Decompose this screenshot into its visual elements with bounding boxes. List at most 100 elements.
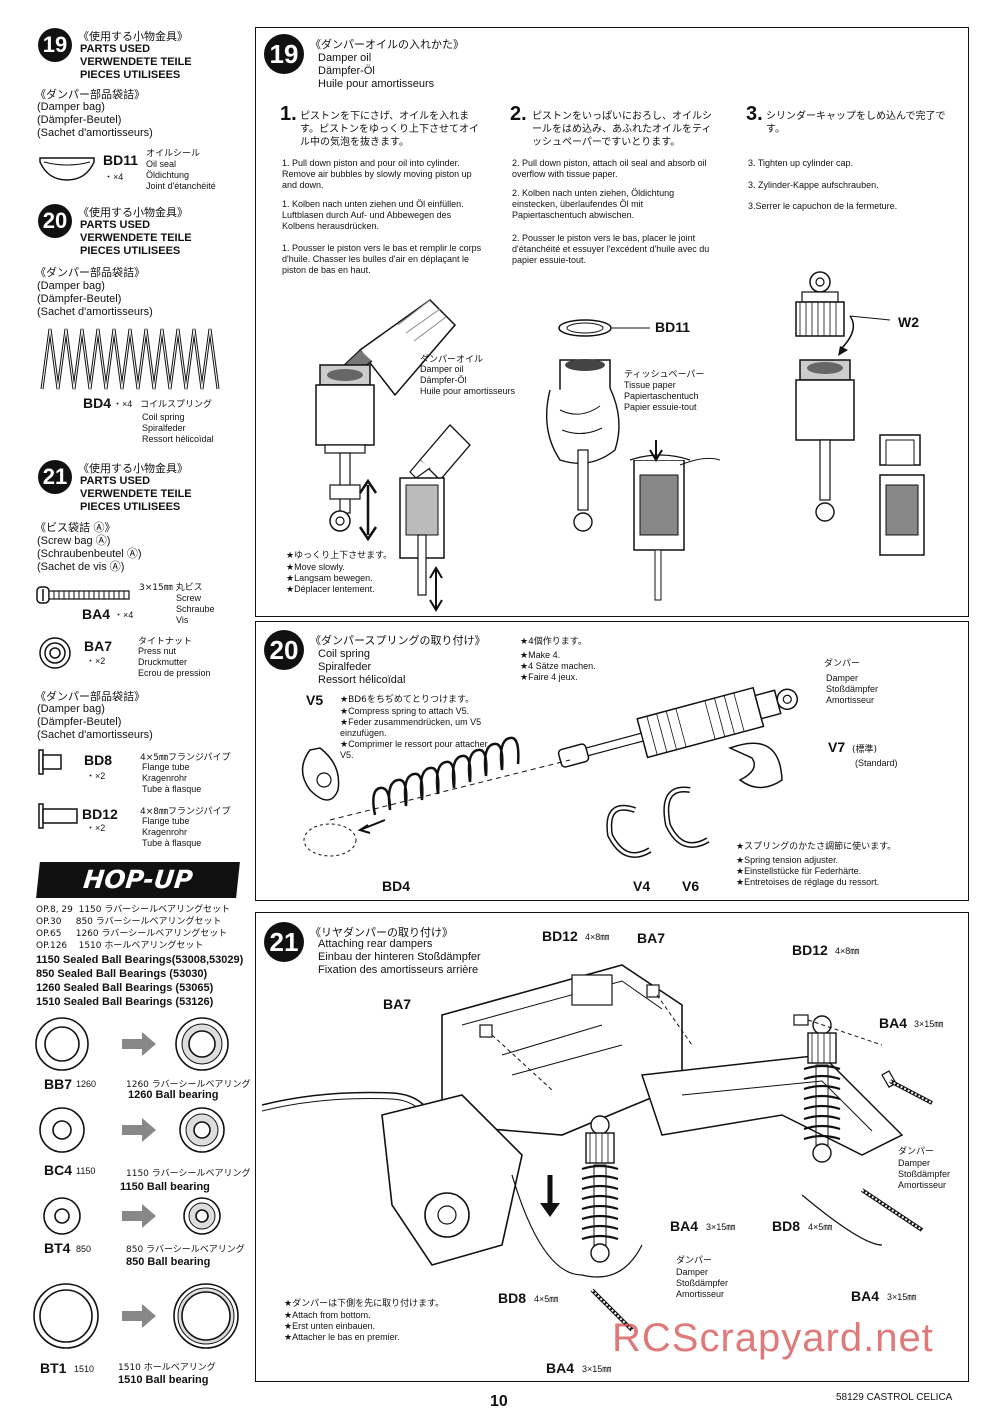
box20-adj-jp: ★スプリングのかたさ調節に使います。	[736, 842, 897, 852]
box19-tissue-de: Papiertaschentuch	[624, 391, 699, 401]
bb7-jp: 1260 ラバーシールベアリング	[126, 1080, 251, 1090]
oil-seal-icon	[39, 157, 95, 181]
s21-title-en: PARTS USED	[80, 475, 151, 487]
s21-ba7-de: Druckmutter	[138, 657, 188, 667]
box21-bd12-b: BD12	[792, 942, 828, 958]
bearing-850-icon	[43, 1197, 221, 1235]
step-21-panel-badge: 21	[264, 922, 304, 962]
hopup-en-3: 1510 Sealed Ball Bearings (53126)	[36, 996, 214, 1008]
box21-ba4-d-size: 3×15㎜	[582, 1364, 612, 1374]
box19-tissue-fr: Papier essuie-tout	[624, 402, 697, 412]
box21-ba4-a: BA4	[879, 1015, 908, 1031]
s20-bag-en: (Damper bag)	[37, 280, 105, 292]
step-20-badge: 20	[38, 204, 72, 238]
box19-title-de: Dämpfer-Öl	[318, 65, 375, 77]
bearing-1150-icon	[39, 1107, 225, 1153]
s19-part-jp: オイルシール	[146, 149, 201, 159]
bc4-jp: 1150 ラバーシールベアリング	[126, 1169, 251, 1179]
s21-bag2-fr: (Sachet d'amortisseurs)	[37, 729, 153, 741]
hopup-line-3: OP.126 1510 ホールベアリングセット	[36, 941, 204, 951]
s20-bag-de: (Dämpfer-Beutel)	[37, 293, 122, 305]
box19-w2: W2	[898, 314, 919, 330]
box20-v7-std: (Standard)	[855, 758, 898, 768]
box21-title-fr: Fixation des amortisseurs arrière	[318, 964, 479, 976]
box21-damper-c-en: Damper	[676, 1267, 709, 1277]
box19-oil-de: Dämpfer-Öl	[420, 375, 467, 385]
box19-move-fr: ★Déplacer lentement.	[286, 584, 375, 594]
box21-bd8-a-size: 4×5㎜	[808, 1222, 833, 1232]
box19-tissue-en: Tissue paper	[624, 380, 676, 390]
bb7-code: BB7	[44, 1076, 73, 1092]
box21-ba4-d: BA4	[546, 1360, 575, 1376]
box19-move-en: ★Move slowly.	[286, 562, 345, 572]
s19-bag-en: (Damper bag)	[37, 101, 105, 113]
s21-bd8-de: Kragenrohr	[142, 773, 188, 783]
box19-oil-fr: Huile pour amortisseurs	[420, 386, 516, 396]
box19-step1-jp: ピストンを下にさげ、オイルを入れます。ピストンをゆっくり上下させてオイル中の気泡…	[300, 111, 479, 148]
box19-step1-fr: 1. Pousser le piston vers le bas et remp…	[282, 243, 482, 275]
s19-part-fr: Joint d'étanchéité	[146, 181, 216, 191]
box21-damper-c-de: Stoßdämpfer	[676, 1278, 729, 1288]
s21-ba4-code: BA4	[82, 606, 111, 622]
box20-compress-fr: ★Comprimer le ressort pour attacher V5.	[340, 739, 488, 760]
box19-step1-num: 1.	[280, 103, 297, 125]
box21-bd12-b-size: 4×8㎜	[835, 946, 860, 956]
step-20-panel-badge: 20	[264, 630, 304, 670]
press-nut-icon	[39, 637, 71, 669]
box20-v6: V6	[682, 878, 700, 894]
bt1-en: 1510 Ball bearing	[118, 1374, 209, 1386]
s20-title-en: PARTS USED	[80, 219, 151, 231]
box21-bd8-b-size: 4×5㎜	[534, 1294, 559, 1304]
box21-ba4-c-size: 3×15㎜	[887, 1292, 917, 1302]
s21-ba7-jp: タイトナット	[138, 637, 193, 647]
s19-bag-de: (Dämpfer-Beutel)	[37, 114, 122, 126]
box21-ba4-b-size: 3×15㎜	[706, 1222, 736, 1232]
box21-ba4-c: BA4	[851, 1288, 880, 1304]
step-21-badge: 21	[38, 460, 72, 494]
s21-bag2-jp: 《ダンパー部品袋詰》	[35, 690, 145, 703]
box21-attach-de: ★Erst unten einbauen.	[284, 1321, 376, 1331]
s20-title-jp: 《使用する小物金具》	[78, 206, 188, 219]
box21-damper-c-jp: ダンパー	[676, 1256, 713, 1266]
box20-damper-de: Stoßdämpfer	[826, 684, 879, 694]
s19-title-fr: PIECES UTILISEES	[80, 69, 181, 81]
s21-bd12-qty: ・×2	[86, 823, 106, 833]
s20-title-fr: PIECES UTILISEES	[80, 245, 181, 257]
box20-compress-en: ★Compress spring to attach V5.	[340, 706, 470, 716]
hopup-en-1: 850 Sealed Ball Bearings (53030)	[36, 968, 208, 980]
s20-part-fr: Ressort hélicoïdal	[142, 434, 214, 444]
s21-bag2-en: (Damper bag)	[37, 703, 105, 715]
bt4-jp: 850 ラバーシールベアリング	[126, 1245, 245, 1255]
s21-bd12-code: BD12	[82, 806, 118, 822]
watermark: RCScrapyard.net	[612, 1316, 934, 1360]
s19-part-code: BD11	[103, 152, 139, 168]
screw-icon	[36, 586, 130, 604]
box19-oil-en: Damper oil	[420, 364, 464, 374]
box20-damper-en: Damper	[826, 673, 859, 683]
box20-damper-jp: ダンパー	[824, 659, 861, 669]
bb7-size: 1260	[76, 1079, 97, 1089]
coil-spring-icon	[40, 328, 220, 390]
box21-damper-r-en: Damper	[898, 1158, 931, 1168]
s21-bd8-qty: ・×2	[86, 771, 106, 781]
bc4-code: BC4	[44, 1162, 73, 1178]
s21-bd8-en: Flange tube	[142, 762, 190, 772]
s21-bd8-jp: 4×5㎜フランジパイプ	[140, 753, 231, 763]
box21-damper-c-fr: Amortisseur	[676, 1289, 725, 1299]
box19-title-en: Damper oil	[318, 52, 372, 64]
s20-part-en: Coil spring	[142, 412, 185, 422]
box19-step2-fr: 2. Pousser le piston vers le bas, placer…	[512, 233, 710, 265]
box21-title-jp: 《リヤダンパーの取り付け》	[310, 926, 453, 939]
box21-damper-r-de: Stoßdämpfer	[898, 1169, 951, 1179]
box20-damper-fr: Amortisseur	[826, 695, 875, 705]
s19-part-qty: ・×4	[104, 172, 124, 182]
s21-bd12-jp: 4×8㎜フランジパイプ	[140, 807, 231, 817]
box20-v7: V7	[828, 739, 846, 755]
spring-assembly-illustration	[301, 686, 799, 858]
s21-ba7-qty: ・×2	[86, 656, 106, 666]
step-19-panel	[255, 27, 969, 617]
s21-bag-en: (Screw bag Ⓐ)	[37, 535, 111, 547]
s21-ba4-qty: ・×4	[114, 610, 134, 620]
box20-adj-fr: ★Entretoises de réglage du ressort.	[736, 877, 880, 887]
box21-bd12-a-size: 4×8㎜	[585, 932, 610, 942]
